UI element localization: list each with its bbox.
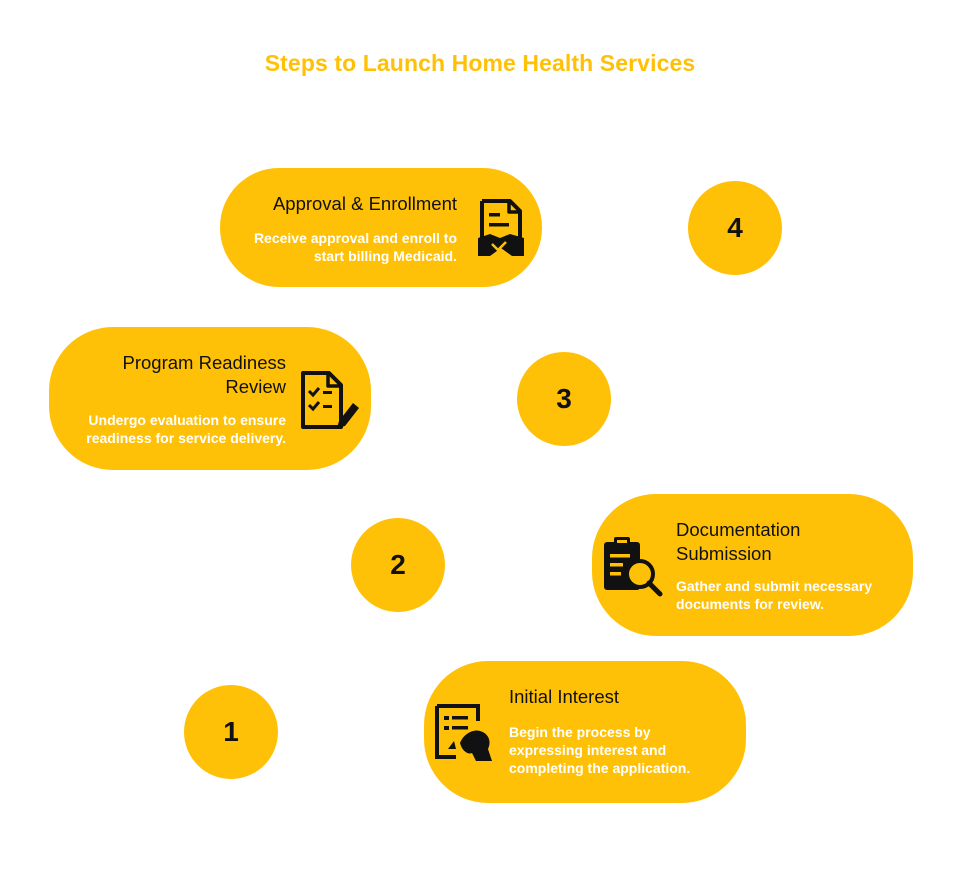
step-4-card: Approval & Enrollment Receive approval a… (220, 168, 542, 287)
step-3-heading: Program Readiness Review (56, 351, 287, 399)
step-4-description-line: start billing Medicaid. (313, 248, 457, 264)
step-1-number: 1 (184, 685, 278, 779)
clipboard-search-icon (604, 537, 663, 597)
step-1-description-line: expressing interest and (509, 742, 667, 758)
step-2-card: Documentation Submission Gather and subm… (592, 494, 913, 636)
step-4-description: Receive approval and enroll to start bil… (217, 229, 457, 265)
application-form-pen-icon (435, 704, 492, 761)
step-1-heading: Initial Interest (509, 686, 620, 707)
step-2-number: 2 (351, 518, 445, 612)
step-2-heading: Documentation Submission (676, 518, 906, 566)
step-2-heading-line: Submission (676, 543, 772, 564)
step-4-heading: Approval & Enrollment (272, 193, 457, 214)
step-1-description: Begin the process by expressing interest… (509, 723, 739, 777)
checklist-pen-icon (301, 371, 359, 429)
step-1-description-line: completing the application. (509, 760, 691, 776)
step-1-card: Initial Interest Begin the process by ex… (424, 661, 746, 803)
step-2-description-line: documents for review. (676, 596, 825, 612)
step-3-description-line: Undergo evaluation to ensure (88, 412, 286, 428)
step-3-description-line: readiness for service delivery. (86, 430, 286, 446)
step-4-description-line: Receive approval and enroll to (253, 230, 457, 246)
step-1-description-line: Begin the process by (509, 724, 651, 740)
step-2-heading-line: Documentation (676, 519, 801, 540)
step-3-heading-line: Review (225, 376, 286, 397)
step-3-description: Undergo evaluation to ensure readiness f… (36, 411, 286, 447)
step-2-description-line: Gather and submit necessary (676, 578, 873, 594)
step-2-description: Gather and submit necessary documents fo… (676, 577, 906, 613)
step-4-number: 4 (688, 181, 782, 275)
step-3-heading-line: Program Readiness (122, 352, 287, 373)
document-handshake-icon (478, 199, 524, 256)
diagram-title: Steps to Launch Home Health Services (264, 50, 696, 76)
step-3-card: Program Readiness Review Undergo evaluat… (49, 327, 371, 470)
step-3-number: 3 (517, 352, 611, 446)
